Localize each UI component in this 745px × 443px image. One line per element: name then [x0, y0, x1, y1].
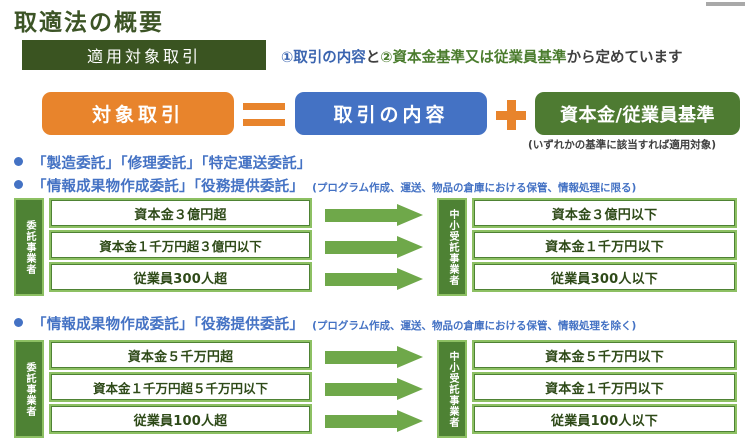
bullet-item-3: 「情報成果物作成委託」「役務提供委託」 (プログラム作成、運送、物品の倉庫におけ…	[14, 313, 636, 334]
bullet-dot-icon	[14, 318, 23, 327]
target-transaction-pill: 対象取引	[42, 92, 234, 135]
criteria-box: 従業員100人超	[49, 404, 312, 434]
sme-contractor-text-1: 中小受託事業者	[447, 208, 458, 286]
note-conjunction: と	[365, 50, 381, 66]
criteria-stack-left-2: 資本金５千万円超 資本金１千万円超５千万円以下 従業員100人超	[49, 340, 312, 436]
criteria-box: 資本金１千万円超５千万円以下	[49, 372, 312, 402]
plus-icon	[496, 100, 526, 130]
bullet-dot-icon	[14, 157, 23, 166]
top-gray-bar	[706, 2, 745, 6]
sme-contractor-label-1: 中小受託事業者	[437, 198, 467, 296]
page-title: 取適法の概要	[14, 10, 164, 36]
flow-arrow-icon	[325, 236, 425, 258]
flow-arrow-icon	[325, 378, 425, 400]
commissioning-business-label-2: 委託事業者	[14, 340, 44, 438]
target-transaction-label: 対象取引	[91, 104, 184, 126]
flow-arrow-icon	[325, 268, 425, 290]
bullet-item-3-text: 「情報成果物作成委託」「役務提供委託」	[32, 317, 305, 333]
bullet-item-2-note: (プログラム作成、運送、物品の倉庫における保管、情報処理に限る)	[312, 182, 637, 194]
criteria-box: 資本金５千万円超	[49, 340, 312, 370]
criteria-box: 従業員300人以下	[472, 262, 737, 292]
criteria-stack-right-2: 資本金５千万円以下 資本金１千万円以下 従業員100人以下	[472, 340, 737, 436]
bullet-item-3-note: (プログラム作成、運送、物品の倉庫における保管、情報処理を除く)	[312, 320, 637, 332]
sme-contractor-label-2: 中小受託事業者	[437, 340, 467, 438]
transaction-content-label: 取引の内容	[333, 104, 449, 126]
flow-arrow-icon	[325, 204, 425, 226]
note-part-2: ②資本金基準又は従業員基準	[380, 50, 567, 66]
section-band-label: 適用対象取引	[86, 47, 201, 66]
bullet-item-2: 「情報成果物作成委託」「役務提供委託」 (プログラム作成、運送、物品の倉庫におけ…	[14, 175, 636, 196]
transaction-content-pill: 取引の内容	[295, 92, 487, 135]
flow-arrow-icon	[325, 410, 425, 432]
section-band: 適用対象取引	[22, 40, 266, 70]
criteria-box: 資本金３億円以下	[472, 198, 737, 228]
sme-contractor-text-2: 中小受託事業者	[447, 350, 458, 428]
commissioning-business-label-1: 委託事業者	[14, 198, 44, 296]
commissioning-business-text-1: 委託事業者	[24, 219, 35, 275]
bullet-dot-icon	[14, 180, 23, 189]
criteria-stack-right-1: 資本金３億円以下 資本金１千万円以下 従業員300人以下	[472, 198, 737, 294]
section-band-note: ①取引の内容と②資本金基準又は従業員基準から定めています	[281, 46, 683, 67]
flow-arrow-icon	[325, 346, 425, 368]
commissioning-business-text-2: 委託事業者	[24, 361, 35, 417]
capital-criteria-pill: 資本金/従業員基準	[535, 92, 740, 135]
capital-criteria-label: 資本金/従業員基準	[559, 104, 716, 126]
capital-criteria-note: (いずれかの基準に該当すれば適用対象)	[528, 139, 717, 151]
note-part-1: ①取引の内容	[281, 50, 366, 66]
criteria-box: 資本金３億円超	[49, 198, 312, 228]
note-tail: から定めています	[566, 50, 683, 66]
bullet-item-2-text: 「情報成果物作成委託」「役務提供委託」	[32, 179, 305, 195]
criteria-box: 従業員300人超	[49, 262, 312, 292]
criteria-stack-left-1: 資本金３億円超 資本金１千万円超３億円以下 従業員300人超	[49, 198, 312, 294]
bullet-item-1: 「製造委託」「修理委託」「特定運送委託」	[14, 152, 312, 173]
equals-icon	[243, 103, 285, 126]
criteria-box: 資本金１千万円以下	[472, 230, 737, 260]
criteria-box: 従業員100人以下	[472, 404, 737, 434]
bullet-item-1-text: 「製造委託」「修理委託」「特定運送委託」	[32, 156, 312, 172]
criteria-box: 資本金１千万円以下	[472, 372, 737, 402]
criteria-box: 資本金１千万円超３億円以下	[49, 230, 312, 260]
criteria-box: 資本金５千万円以下	[472, 340, 737, 370]
